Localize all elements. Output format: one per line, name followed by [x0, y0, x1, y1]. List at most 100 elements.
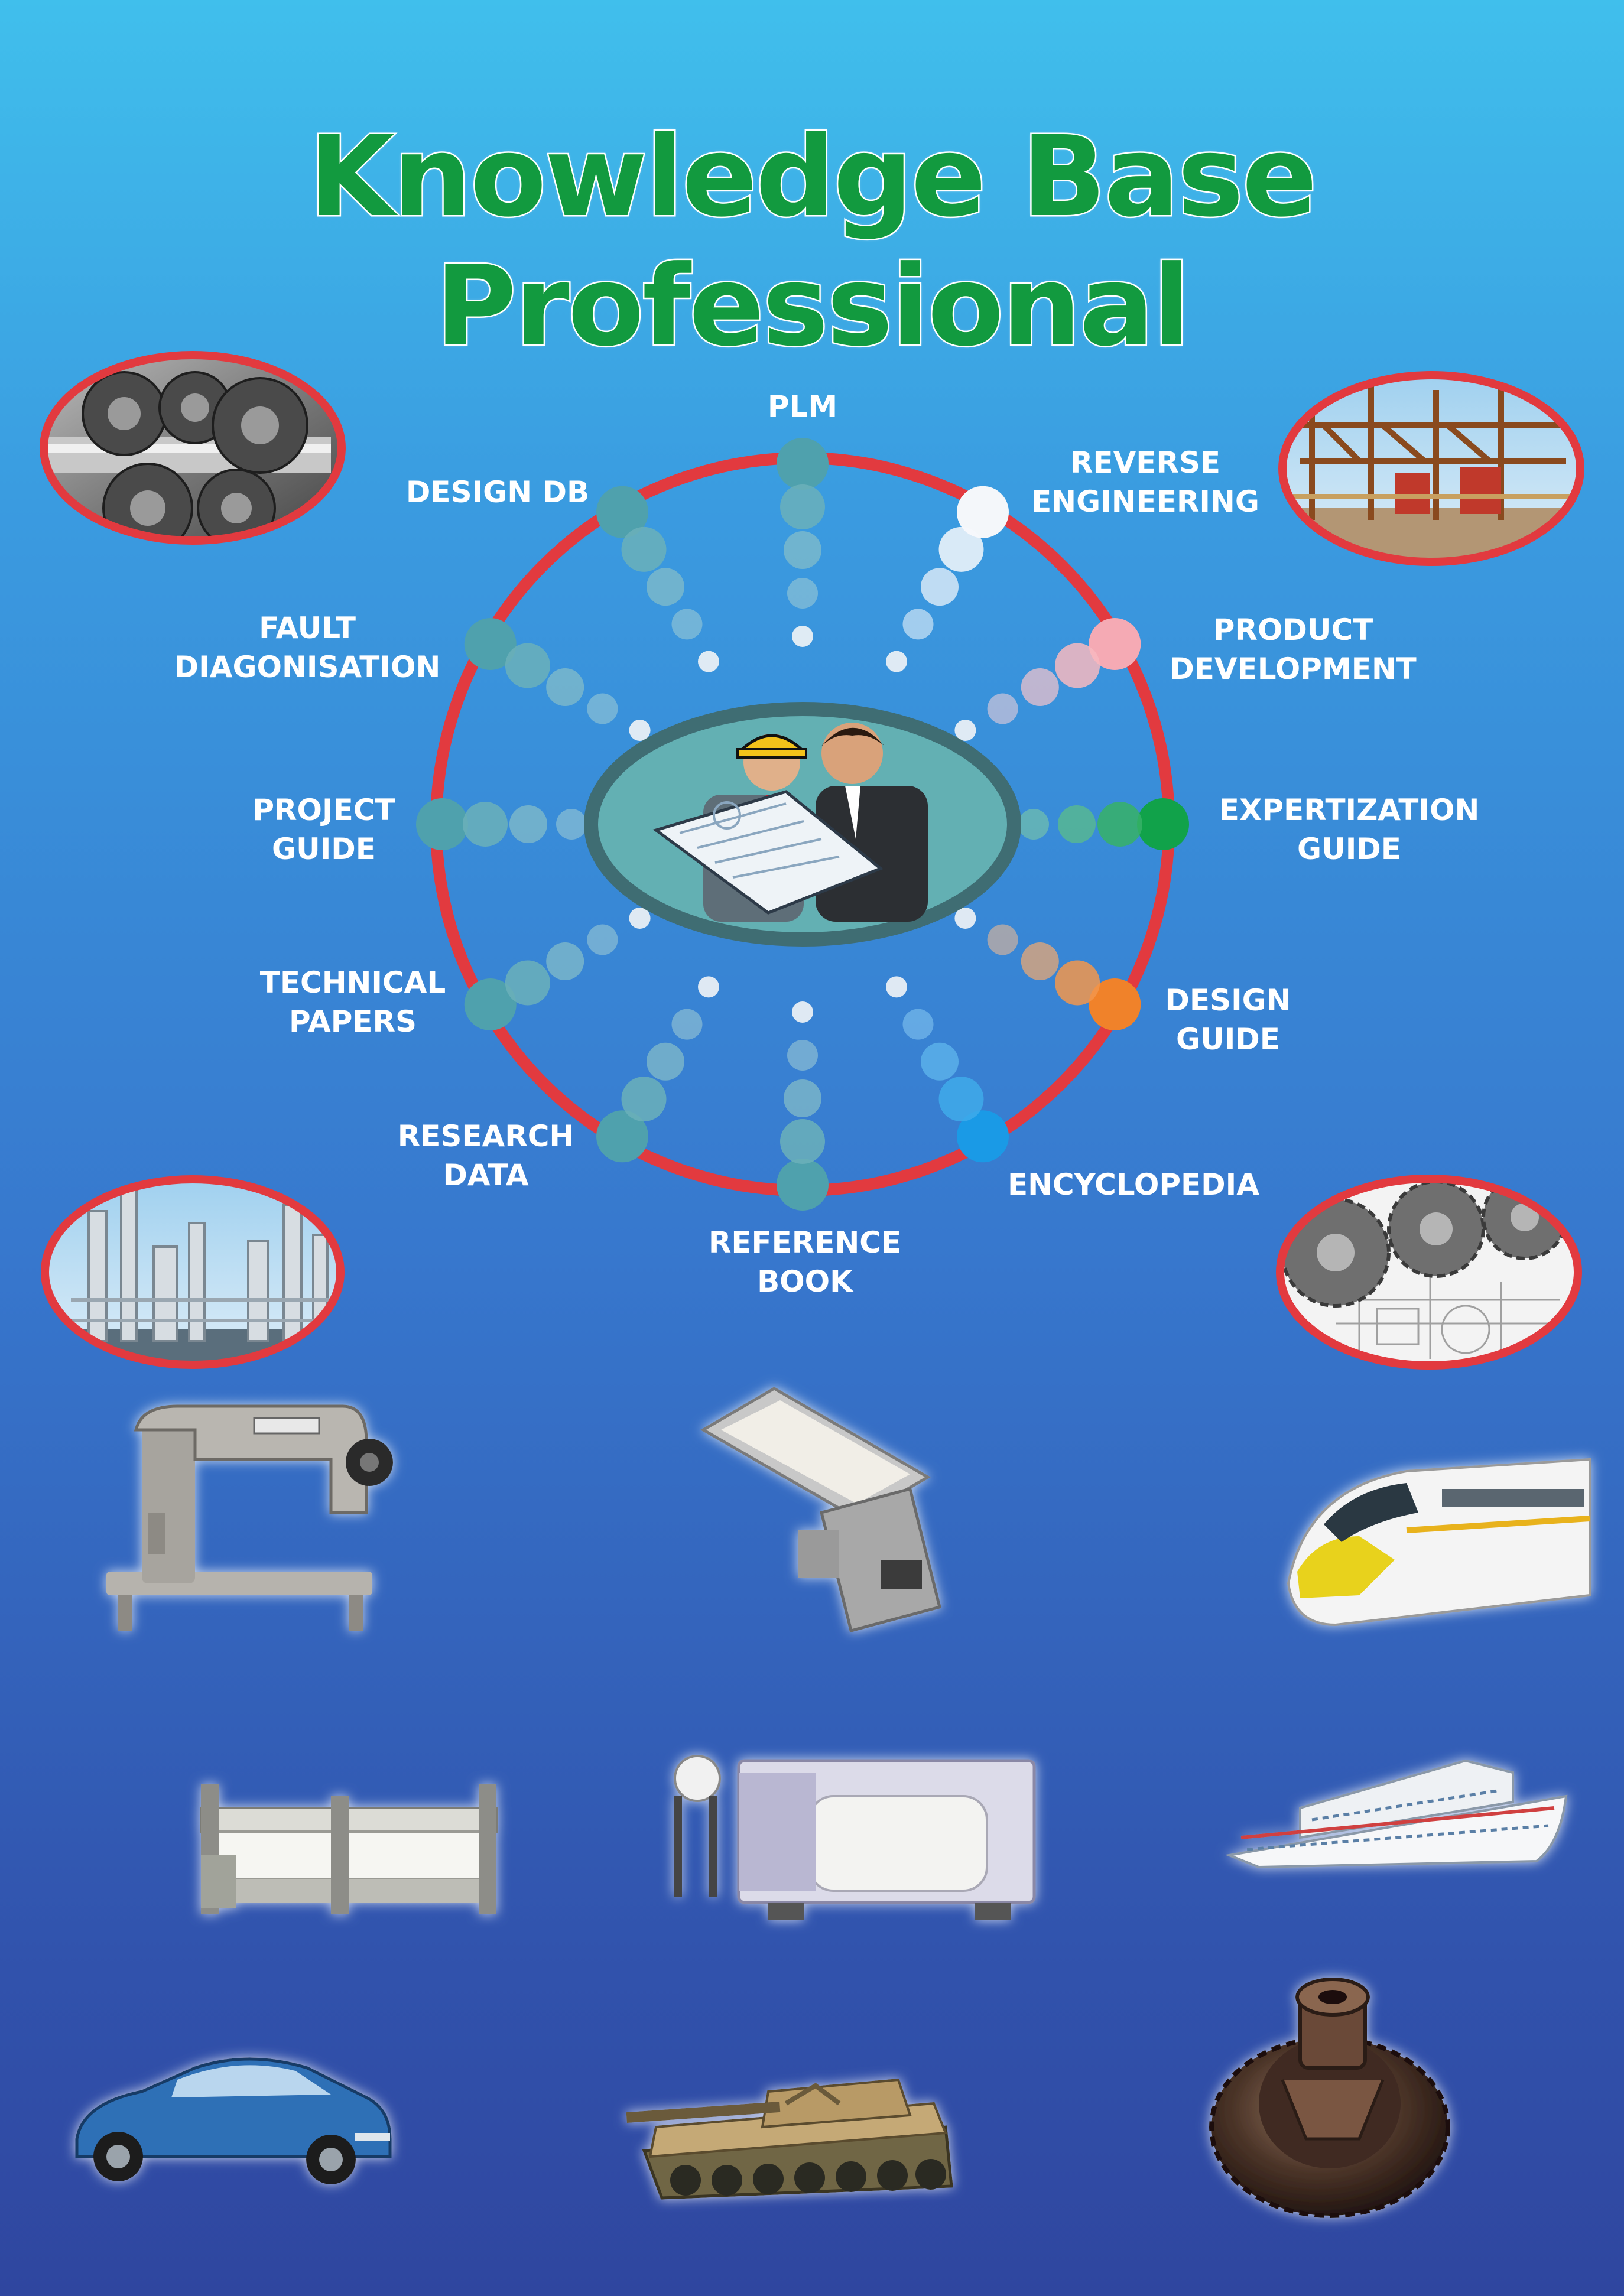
spoke-plm: [777, 438, 829, 647]
spoke-dot: [792, 1001, 813, 1023]
label-encyclopedia: ENCYCLOPEDIA: [1008, 1167, 1259, 1202]
spoke-dot: [954, 720, 976, 741]
spoke-dot: [777, 438, 829, 490]
label-reverse: REVERSE ENGINEERING: [1031, 445, 1259, 519]
spoke-dot: [921, 1042, 959, 1081]
label-line: GUIDE: [272, 832, 376, 866]
engineers-icon: [652, 723, 928, 922]
label-line: PLM: [768, 389, 837, 424]
spoke-dot: [698, 976, 719, 998]
label-expertization: EXPERTIZATION GUIDE: [1219, 793, 1480, 866]
sewing-machine-image: [106, 1404, 393, 1631]
label-design-db: DESIGN DB: [406, 475, 589, 509]
spoke-dot: [629, 908, 651, 929]
spoke-dot: [416, 798, 468, 850]
label-line: BOOK: [757, 1264, 854, 1299]
textile-machine-image: [674, 1755, 1036, 1920]
spoke-dot: [647, 1042, 684, 1081]
spoke-dot: [886, 976, 907, 998]
bevel-gear-image: [1209, 1978, 1450, 2218]
spoke-dot: [954, 908, 976, 929]
spoke-design-guide: [954, 908, 1141, 1030]
label-product: PRODUCT DEVELOPMENT: [1170, 613, 1417, 686]
gears-blueprint-photo: [1276, 1175, 1582, 1370]
label-line: PAPERS: [289, 1004, 417, 1039]
spoke-dot: [509, 805, 547, 843]
label-line: GUIDE: [1297, 832, 1401, 866]
label-line: DESIGN: [1165, 983, 1291, 1017]
weaving-loom-image: [200, 1784, 498, 1914]
label-research: RESEARCH DATA: [398, 1119, 574, 1192]
page-title: Knowledge Base Professional: [307, 111, 1319, 373]
spoke-dot: [505, 960, 550, 1006]
refinery-structure-photo: [1278, 371, 1584, 566]
spoke-dot: [556, 809, 587, 840]
spoke-dot: [546, 942, 584, 980]
spoke-dot: [987, 693, 1018, 724]
spokes-group: [416, 438, 1189, 1211]
spoke-dot: [787, 578, 818, 609]
spoke-dot: [1021, 942, 1059, 980]
spoke-dot: [587, 693, 618, 724]
spoke-dot: [1018, 809, 1049, 840]
label-line: GUIDE: [1176, 1022, 1280, 1056]
spoke-dot: [647, 568, 684, 606]
spoke-dot: [596, 1110, 648, 1163]
label-line: ENGINEERING: [1031, 484, 1259, 519]
spoke-dot: [464, 618, 517, 670]
spoke-dot: [1021, 668, 1059, 706]
spoke-dot: [596, 486, 648, 538]
spoke-dot: [621, 526, 667, 572]
label-line: DESIGN DB: [406, 475, 589, 509]
spoke-dot: [629, 720, 651, 741]
label-design-guide: DESIGN GUIDE: [1165, 983, 1291, 1056]
label-line: DEVELOPMENT: [1170, 652, 1417, 686]
spoke-technical: [464, 908, 651, 1030]
spoke-dot: [1097, 802, 1142, 847]
label-line: PRODUCT: [1213, 613, 1373, 647]
spoke-dot: [1089, 618, 1141, 670]
labels-group: PLM REVERSE ENGINEERING PRODUCT DEVELOPMENT E…: [174, 389, 1480, 1299]
spoke-dot: [957, 486, 1009, 538]
spoke-dot: [792, 626, 813, 647]
spoke-dot: [1137, 798, 1189, 850]
label-line: RESEARCH: [398, 1119, 574, 1153]
cruise-ship-image: [1225, 1759, 1568, 1869]
label-line: EXPERTIZATION: [1219, 793, 1480, 827]
label-line: FAULT: [259, 611, 356, 645]
spoke-dot: [464, 978, 517, 1030]
spoke-dot: [777, 1159, 829, 1211]
hub: [584, 702, 1021, 947]
spoke-dot: [938, 526, 984, 572]
spoke-dot: [505, 643, 550, 688]
spoke-dot: [1058, 805, 1096, 843]
spoke-dot: [671, 609, 703, 640]
spoke-fault: [464, 618, 651, 741]
spoke-dot: [957, 1110, 1009, 1163]
label-line: REVERSE: [1070, 445, 1220, 480]
spoke-design-db: [596, 486, 719, 672]
spoke-dot: [921, 568, 959, 606]
refinery-towers-photo: [41, 1175, 345, 1369]
spoke-dot: [671, 1009, 703, 1040]
spoke-dot: [546, 668, 584, 706]
spoke-dot: [886, 651, 907, 672]
spoke-product: [954, 618, 1141, 741]
battle-tank-image: [626, 2078, 953, 2200]
label-line: DIAGONISATION: [174, 650, 441, 684]
label-line: ENCYCLOPEDIA: [1008, 1167, 1259, 1202]
spoke-dot: [780, 484, 825, 529]
spoke-dot: [784, 1079, 821, 1117]
spoke-project: [416, 798, 625, 850]
spoke-dot: [902, 1009, 934, 1040]
spoke-expertization: [980, 798, 1189, 850]
spoke-dot: [587, 924, 618, 955]
label-line: DATA: [443, 1158, 529, 1192]
spoke-dot: [1055, 643, 1100, 688]
spoke-dot: [787, 1040, 818, 1071]
spoke-dot: [1055, 960, 1100, 1006]
